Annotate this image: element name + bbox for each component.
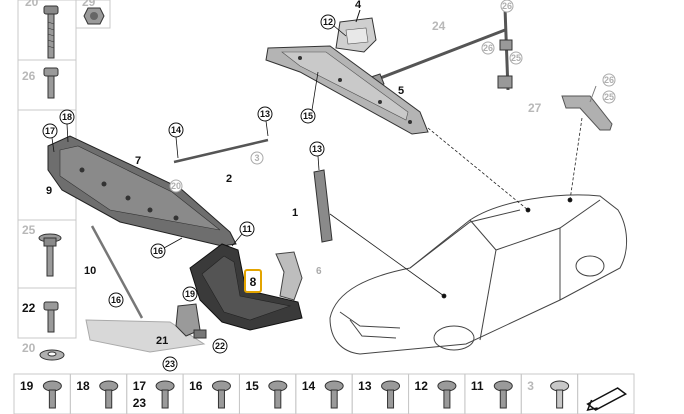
strip-cell-3: 3 xyxy=(520,373,579,414)
strip-label-15: 15 xyxy=(245,379,259,393)
callout-18: 18 xyxy=(62,112,72,122)
label-part-2: 2 xyxy=(226,173,232,185)
strip-cell-11: 11 xyxy=(464,373,522,414)
fastener-icon xyxy=(324,380,344,409)
strip-label-14: 14 xyxy=(302,379,316,393)
label-part-5: 5 xyxy=(398,85,404,97)
callout-16-b: 16 xyxy=(111,295,121,305)
label-part-1: 1 xyxy=(292,207,298,219)
strip-label-11: 11 xyxy=(471,379,484,393)
label-part-24: 24 xyxy=(432,19,446,33)
callout-14: 14 xyxy=(171,125,181,135)
sidebar-label-20: 20 xyxy=(25,0,39,9)
bracket-6 xyxy=(275,251,303,301)
callout-13-b: 13 xyxy=(312,144,322,154)
label-part-8: 8 xyxy=(250,275,257,289)
callout-11: 11 xyxy=(242,224,252,234)
strip-label-3: 3 xyxy=(527,379,534,393)
callout-19: 19 xyxy=(185,289,195,299)
callout-26-right: 26 xyxy=(604,75,614,85)
lower-crossmember xyxy=(85,319,206,353)
strip-cell-18: 18 xyxy=(69,373,128,414)
sidebar-label-29: 29 xyxy=(82,0,96,9)
strip-label-19: 19 xyxy=(20,379,34,393)
strip-cell-13: 13 xyxy=(351,373,410,414)
label-part-9: 9 xyxy=(46,185,52,197)
car-outline xyxy=(329,194,627,355)
callout-12: 12 xyxy=(323,17,333,27)
sidebar-label-25: 25 xyxy=(22,223,36,237)
diagram-arrow-icon xyxy=(586,387,628,412)
callout-26-rod: 26 xyxy=(483,43,493,53)
strip-cell-15: 15 xyxy=(238,373,297,414)
washer-icon xyxy=(39,349,65,361)
radiator-cover-7 xyxy=(47,135,237,247)
strip-cell-14: 14 xyxy=(295,373,353,414)
label-part-10: 10 xyxy=(84,265,96,277)
fastener-icon xyxy=(99,380,119,409)
strip-label-17: 17 xyxy=(133,379,147,393)
strip-label-18: 18 xyxy=(76,379,90,393)
strut-rod-2 xyxy=(173,138,269,164)
label-part-4: 4 xyxy=(355,0,362,11)
screw-icon xyxy=(43,301,59,333)
front-panel-5 xyxy=(265,45,429,135)
strip-label-23: 23 xyxy=(133,396,147,410)
strip-label-13: 13 xyxy=(358,379,372,393)
callout-17: 17 xyxy=(45,126,55,136)
strip-cell-16: 16 xyxy=(182,373,240,414)
callout-16-a: 16 xyxy=(153,246,163,256)
callout-25-rod: 25 xyxy=(511,53,521,63)
rod-10 xyxy=(90,225,144,319)
callout-23: 23 xyxy=(165,359,175,369)
fastener-icon xyxy=(493,380,513,409)
callout-15: 15 xyxy=(303,111,313,121)
label-part-27: 27 xyxy=(528,101,542,115)
fastener-icon xyxy=(381,380,401,409)
fastener-icon xyxy=(437,380,457,409)
strut-1 xyxy=(313,169,333,243)
callout-22-low: 22 xyxy=(215,341,225,351)
callout-25-right: 25 xyxy=(604,92,614,102)
fastener-icon xyxy=(155,380,175,409)
callout-13-a: 13 xyxy=(260,109,270,119)
flange-bolt-icon xyxy=(38,233,62,277)
fastener-icon xyxy=(211,380,231,409)
label-part-6: 6 xyxy=(316,266,322,277)
mount-bracket xyxy=(175,303,207,339)
fastener-icon xyxy=(42,380,62,409)
label-part-21: 21 xyxy=(156,335,168,347)
sidebar-label-20-bottom: 20 xyxy=(22,341,36,355)
strip-label-16: 16 xyxy=(189,379,203,393)
strip-cell-19: 19 xyxy=(13,373,71,414)
sidebar-label-26: 26 xyxy=(22,69,36,83)
callout-26-top: 26 xyxy=(502,1,512,11)
sidebar-fastener-panel: 20 29 26 25 22 20 xyxy=(17,0,111,361)
leader-lines xyxy=(329,117,583,299)
callout-20-mid: 20 xyxy=(171,181,181,191)
long-bolt-icon xyxy=(43,5,59,59)
short-bolt-icon xyxy=(43,67,59,99)
strip-cell-12: 12 xyxy=(408,373,466,414)
fastener-icon xyxy=(268,380,288,409)
hex-nut-icon xyxy=(83,7,105,25)
fastener-icon xyxy=(550,380,570,409)
strip-cell-arrow xyxy=(577,373,635,414)
strip-label-12: 12 xyxy=(415,379,429,393)
bracket-27 xyxy=(561,85,613,131)
air-duct-8 xyxy=(189,243,303,331)
label-part-7: 7 xyxy=(135,155,141,167)
callout-3-mid: 3 xyxy=(254,153,259,163)
bracket-4 xyxy=(335,9,377,53)
sidebar-label-22: 22 xyxy=(22,301,36,315)
